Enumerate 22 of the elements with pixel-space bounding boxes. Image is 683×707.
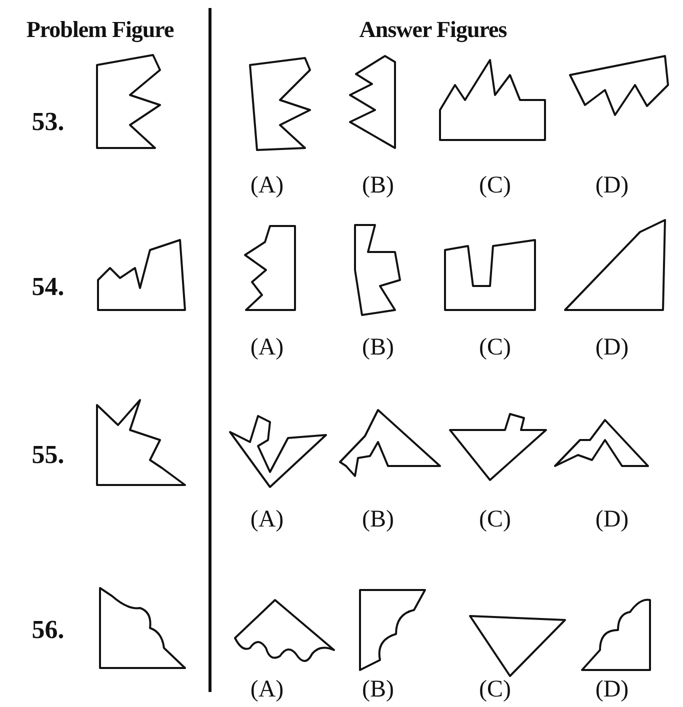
option-label: (B) [362,172,394,200]
option-label: (B) [362,506,394,534]
option-label: (C) [479,172,511,200]
question-number: 55. [32,440,64,470]
column-heading: Answer Figures [359,17,507,43]
question-number: 56. [32,615,64,645]
option-label: (D) [595,334,629,362]
option-label: (A) [250,506,284,534]
option-label: (A) [250,172,284,200]
option-label: (B) [362,334,394,362]
question-number: 53. [32,107,64,137]
option-label: (C) [479,334,511,362]
option-label: (C) [479,676,511,704]
option-label: (D) [595,676,629,704]
option-label: (D) [595,506,629,534]
question-number: 54. [32,272,64,302]
option-label: (B) [362,676,394,704]
option-label: (D) [595,172,629,200]
option-label: (C) [479,506,511,534]
option-label: (A) [250,676,284,704]
option-label: (A) [250,334,284,362]
column-heading: Problem Figure [26,17,174,43]
